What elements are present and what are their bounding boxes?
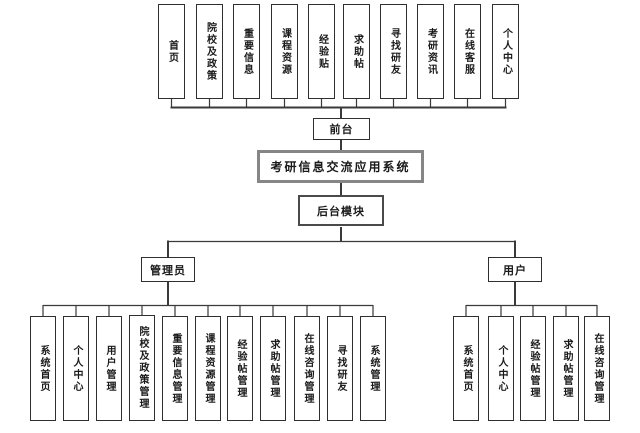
- node-label: 重要信息管理: [170, 332, 181, 405]
- node-label: 课程资源管理: [203, 332, 214, 405]
- node-label: 经验帖管理: [235, 338, 246, 399]
- user-module-system-home: 系统首页: [453, 316, 479, 421]
- node-label: 系统首页: [38, 344, 49, 393]
- admin-module-help-post-management: 求助帖管理: [260, 316, 286, 421]
- node-label: 考研信息交流应用系统: [270, 160, 411, 174]
- node-label: 管理员: [150, 263, 186, 277]
- admin-module-schools-policies-management: 院校及政策管理: [129, 315, 155, 421]
- admin-module-experience-post-management: 经验帖管理: [227, 316, 253, 421]
- front-module-experience-posts: 经验贴: [308, 4, 335, 99]
- node-label: 重要信息: [241, 27, 253, 76]
- node-label: 系统管理: [368, 344, 379, 393]
- front-module-online-service: 在线客服: [454, 4, 481, 99]
- admin-module-system-home: 系统首页: [30, 316, 56, 421]
- admin-node: 管理员: [141, 257, 195, 282]
- front-module-postgrad-news: 考研资讯: [417, 4, 444, 99]
- node-label: 寻找研友: [335, 344, 346, 393]
- node-label: 求助帖: [351, 33, 363, 70]
- frontend-node: 前台: [313, 118, 370, 140]
- node-label: 后台模块: [317, 204, 365, 218]
- system-root-node: 考研信息交流应用系统: [257, 150, 424, 183]
- node-label: 系统首页: [461, 344, 472, 393]
- user-module-help-post-management: 求助帖管理: [553, 316, 579, 421]
- front-module-help-posts: 求助帖: [343, 4, 370, 99]
- admin-module-find-study-partners: 寻找研友: [327, 316, 353, 421]
- node-label: 院校及政策管理: [137, 326, 148, 410]
- node-label: 院校及政策: [204, 21, 216, 82]
- user-module-personal-center: 个人中心: [488, 316, 514, 421]
- node-label: 课程资源: [279, 27, 291, 76]
- node-label: 求助帖管理: [561, 338, 572, 399]
- front-module-schools-policies: 院校及政策: [196, 4, 223, 99]
- node-label: 寻找研友: [388, 27, 400, 76]
- node-label: 求助帖管理: [268, 338, 279, 399]
- admin-module-personal-center: 个人中心: [63, 316, 89, 421]
- admin-module-online-consultation-management: 在线咨询管理: [294, 316, 320, 421]
- admin-module-user-management: 用户管理: [96, 316, 122, 421]
- node-label: 用户: [503, 263, 527, 277]
- node-label: 在线咨询管理: [302, 332, 313, 405]
- user-module-experience-post-management: 经验帖管理: [520, 316, 546, 421]
- front-module-find-study-partners: 寻找研友: [380, 4, 407, 99]
- node-label: 个人中心: [71, 344, 82, 393]
- front-module-home: 首页: [158, 4, 185, 99]
- admin-module-course-resources-management: 课程资源管理: [195, 316, 221, 421]
- node-label: 个人中心: [500, 27, 512, 76]
- node-label: 经验帖管理: [528, 338, 539, 399]
- admin-module-system-management: 系统管理: [360, 316, 386, 421]
- node-label: 首页: [166, 39, 178, 64]
- front-module-important-info: 重要信息: [233, 4, 260, 99]
- front-module-personal-center: 个人中心: [492, 4, 519, 99]
- node-label: 经验贴: [316, 33, 328, 70]
- node-label: 在线客服: [462, 27, 474, 76]
- admin-module-important-info-management: 重要信息管理: [162, 316, 188, 421]
- backend-node: 后台模块: [298, 195, 384, 226]
- node-label: 考研资讯: [425, 27, 437, 76]
- node-label: 用户管理: [104, 344, 115, 393]
- front-module-course-resources: 课程资源: [271, 4, 298, 99]
- node-label: 前台: [329, 123, 354, 136]
- user-module-online-consultation-management: 在线咨询管理: [584, 316, 610, 421]
- node-label: 在线咨询管理: [592, 332, 603, 405]
- user-node: 用户: [488, 257, 542, 282]
- node-label: 个人中心: [496, 344, 507, 393]
